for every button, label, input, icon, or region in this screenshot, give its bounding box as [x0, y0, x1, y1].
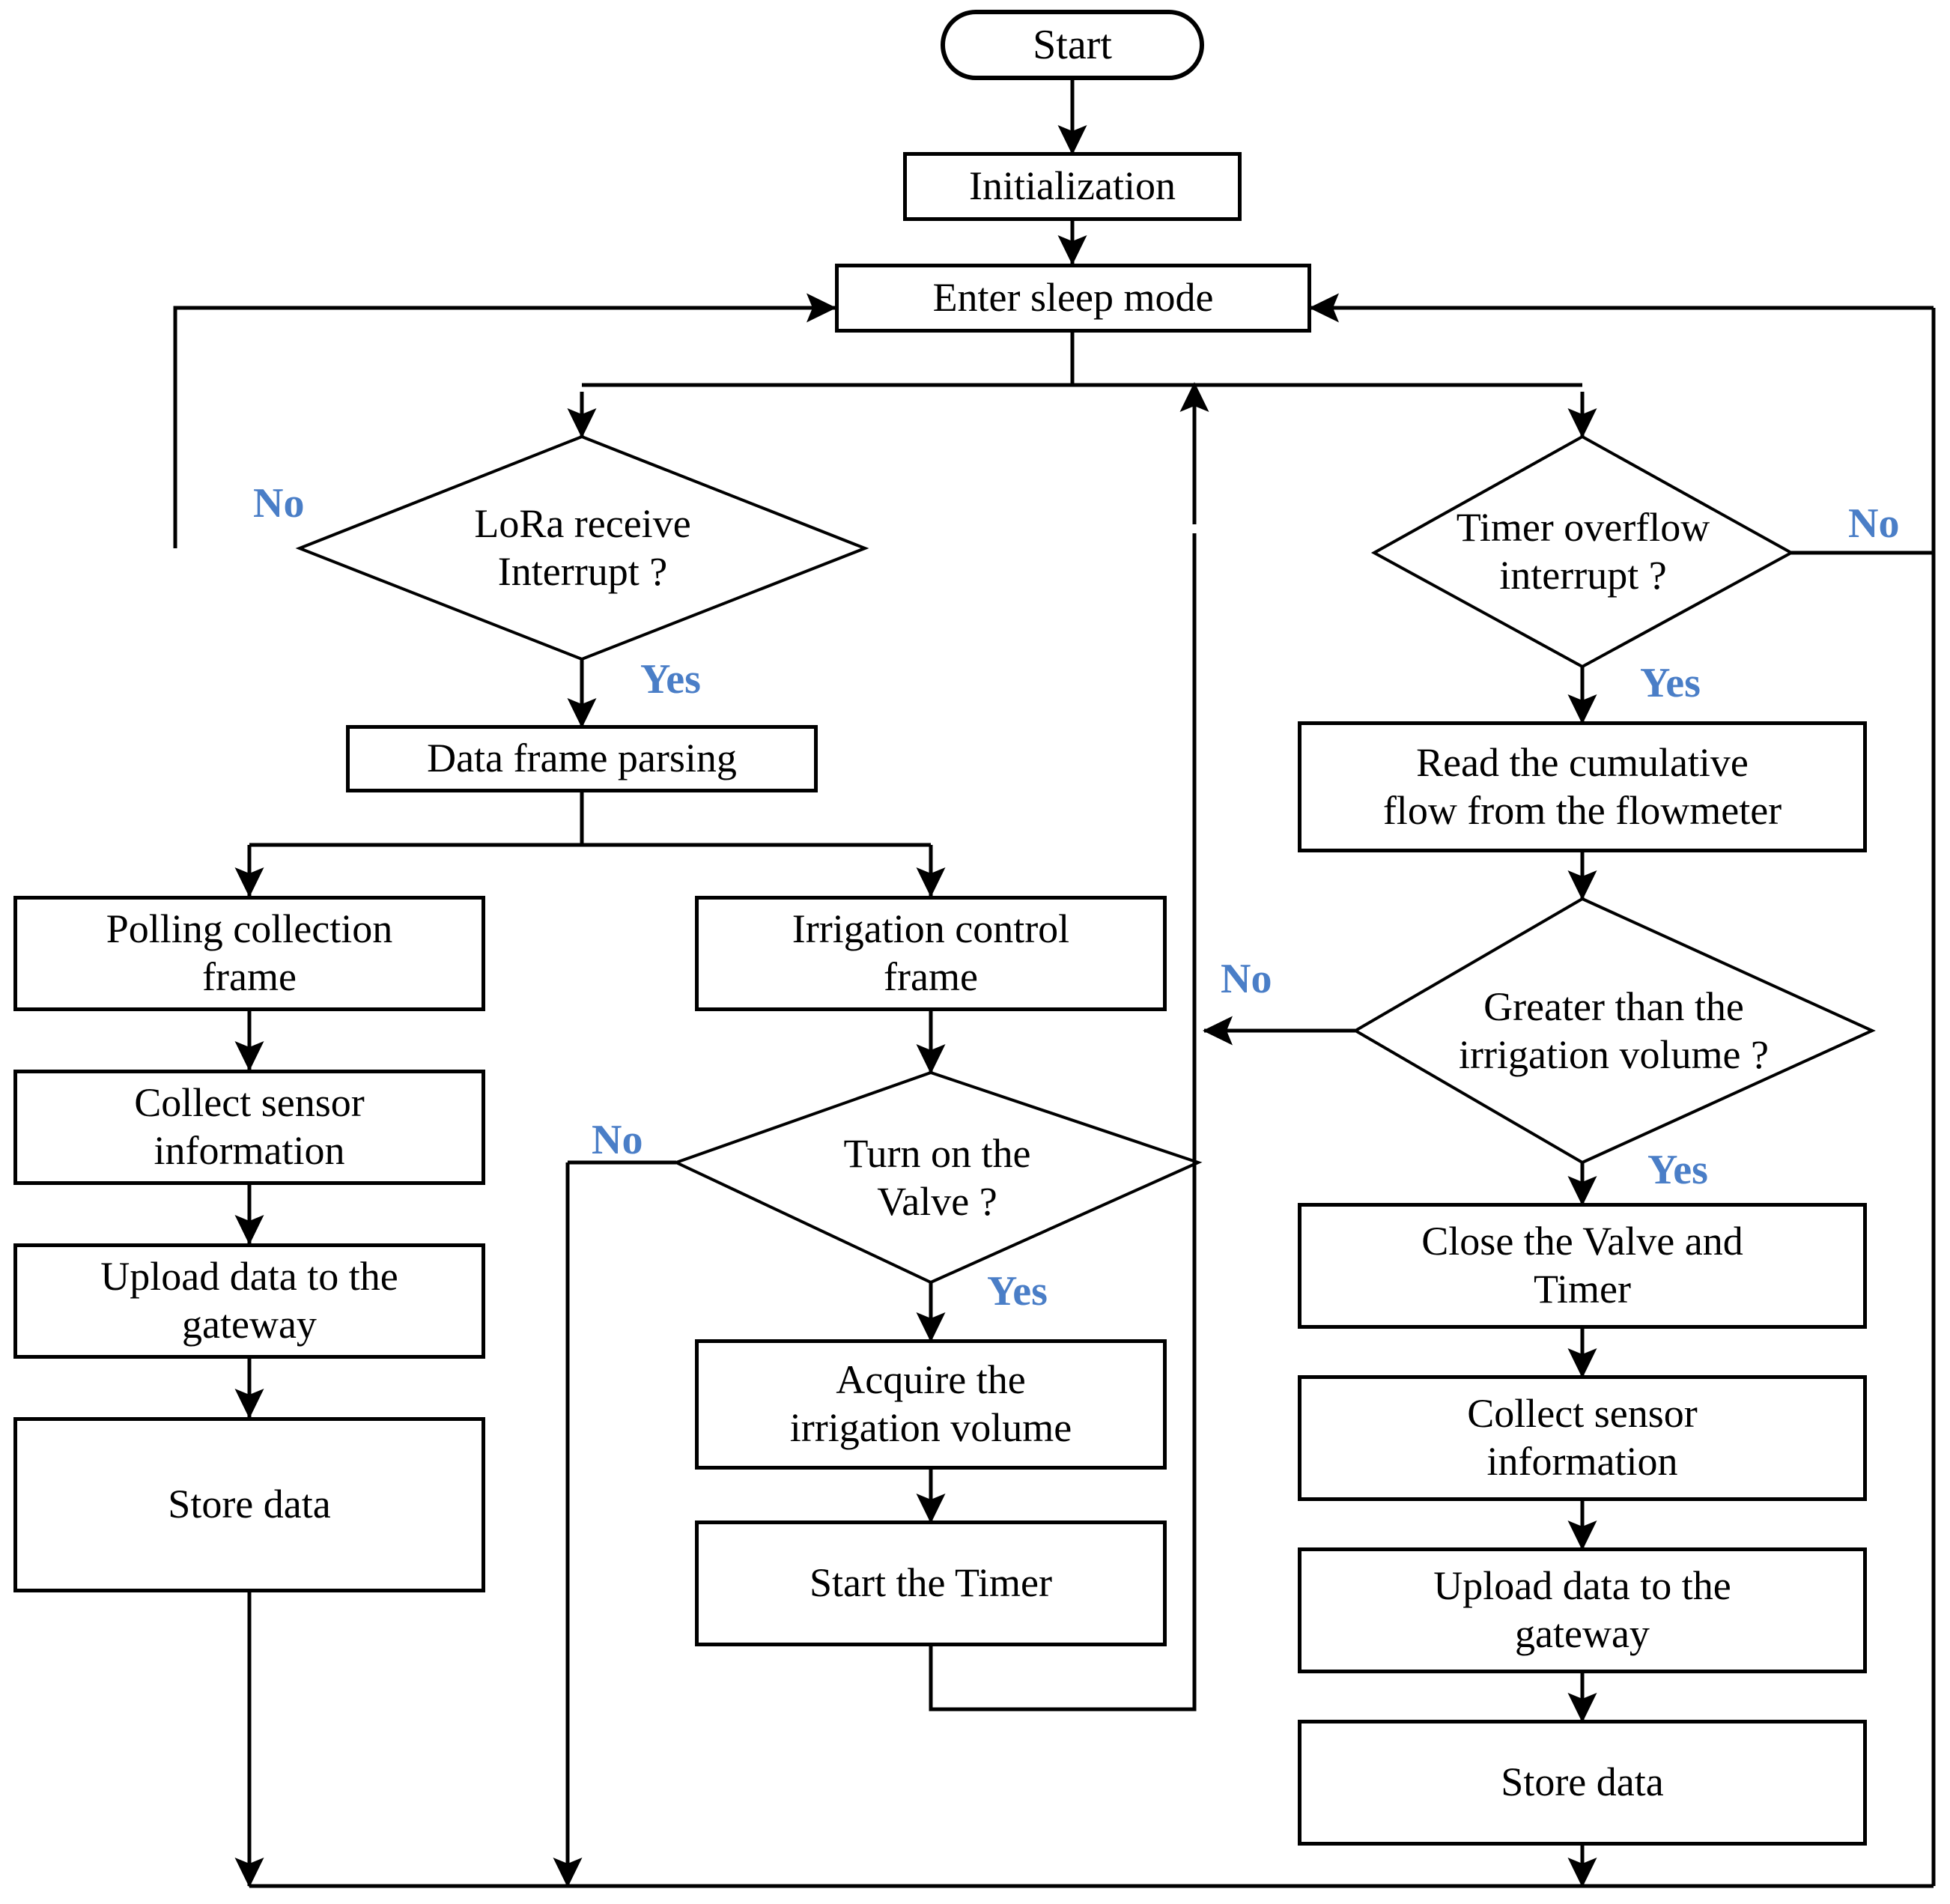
node-store-data-right[interactable]: Store data: [1298, 1720, 1867, 1846]
node-collect-sensor-information-right[interactable]: Collect sensor information: [1298, 1375, 1867, 1501]
edge-label-lora-yes: Yes: [640, 656, 701, 703]
node-initialization[interactable]: Initialization: [903, 152, 1242, 221]
node-collect-sensor-information-left-label: Collect sensor information: [134, 1080, 365, 1173]
node-polling-collection-frame-label: Polling collection frame: [106, 906, 393, 999]
edge-label-valve-yes: Yes: [987, 1268, 1048, 1315]
edge-label-volume-yes: Yes: [1647, 1147, 1708, 1193]
node-read-cumulative-flow-label: Read the cumulative flow from the flowme…: [1382, 739, 1782, 833]
node-upload-data-to-gateway-left[interactable]: Upload data to the gateway: [13, 1243, 485, 1359]
node-close-valve-and-timer[interactable]: Close the Valve and Timer: [1298, 1203, 1867, 1329]
edge-label-volume-no: No: [1221, 956, 1272, 1002]
node-collect-sensor-information-left[interactable]: Collect sensor information: [13, 1070, 485, 1185]
node-acquire-irrigation-volume-label: Acquire the irrigation volume: [789, 1357, 1072, 1450]
edge-label-valve-no: No: [592, 1117, 643, 1163]
node-store-data-left[interactable]: Store data: [13, 1417, 485, 1592]
node-upload-data-to-gateway-right-label: Upload data to the gateway: [1433, 1563, 1731, 1656]
node-start[interactable]: Start: [941, 10, 1204, 80]
edge-label-lora-no: No: [253, 480, 305, 527]
node-data-frame-parsing-label: Data frame parsing: [427, 736, 737, 781]
node-start-the-timer-label: Start the Timer: [809, 1560, 1053, 1606]
node-start-label: Start: [1033, 21, 1112, 68]
node-enter-sleep-mode[interactable]: Enter sleep mode: [835, 264, 1311, 333]
node-read-cumulative-flow[interactable]: Read the cumulative flow from the flowme…: [1298, 721, 1867, 852]
node-store-data-right-label: Store data: [1501, 1759, 1664, 1805]
node-close-valve-and-timer-label: Close the Valve and Timer: [1421, 1219, 1743, 1312]
node-irrigation-control-frame-label: Irrigation control frame: [792, 906, 1070, 999]
node-acquire-irrigation-volume[interactable]: Acquire the irrigation volume: [695, 1339, 1167, 1470]
node-polling-collection-frame[interactable]: Polling collection frame: [13, 896, 485, 1011]
node-upload-data-to-gateway-right[interactable]: Upload data to the gateway: [1298, 1547, 1867, 1673]
edge-label-timer-yes: Yes: [1640, 660, 1701, 706]
node-collect-sensor-information-right-label: Collect sensor information: [1467, 1391, 1698, 1484]
node-enter-sleep-mode-label: Enter sleep mode: [932, 275, 1214, 321]
node-start-the-timer[interactable]: Start the Timer: [695, 1521, 1167, 1646]
node-irrigation-control-frame[interactable]: Irrigation control frame: [695, 896, 1167, 1011]
edge-label-timer-no: No: [1848, 500, 1900, 547]
node-store-data-left-label: Store data: [168, 1482, 331, 1527]
node-initialization-label: Initialization: [969, 163, 1176, 209]
node-upload-data-to-gateway-left-label: Upload data to the gateway: [100, 1254, 398, 1347]
node-data-frame-parsing[interactable]: Data frame parsing: [346, 725, 818, 792]
